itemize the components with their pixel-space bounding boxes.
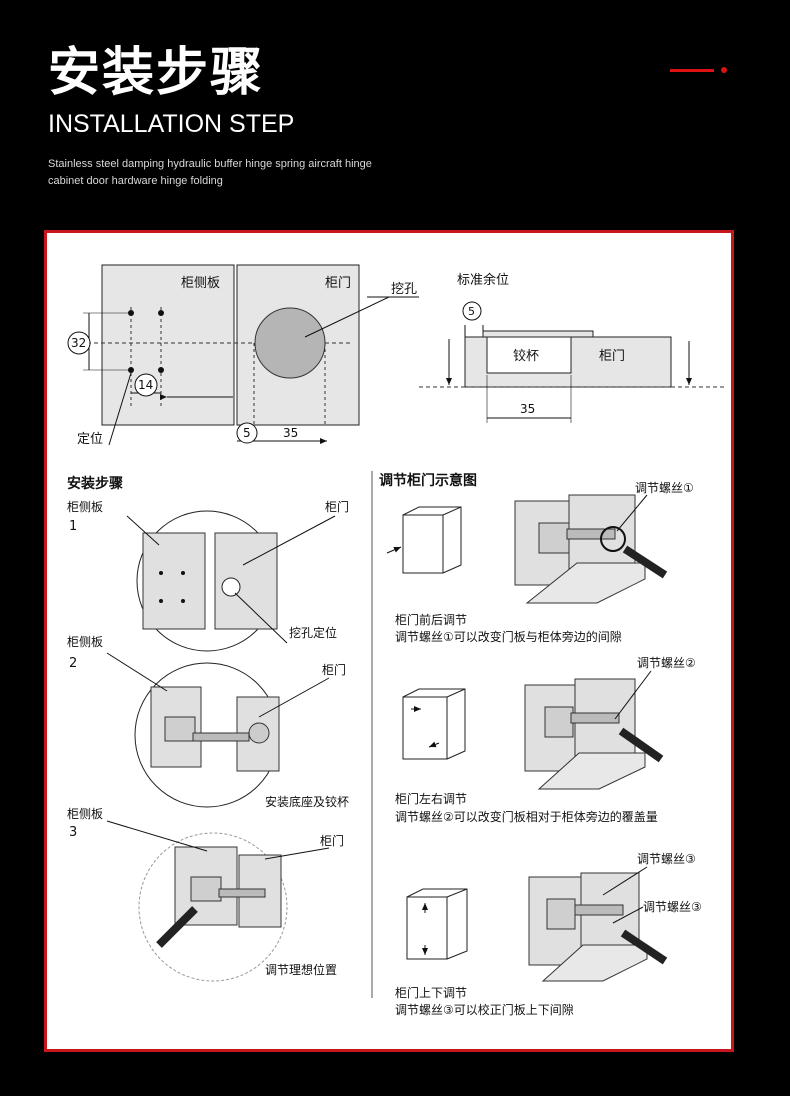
step3-side-label: 柜侧板 bbox=[67, 807, 103, 821]
step1-caption: 挖孔定位 bbox=[289, 625, 337, 640]
adjust-screw1-label: 调节螺丝① bbox=[635, 481, 694, 495]
step3-caption: 调节理想位置 bbox=[265, 962, 337, 977]
top-drilling-diagram: 柜侧板 柜门 32 14 挖孔 定位 5 35 bbox=[67, 264, 419, 447]
adjust-screw2-label: 调节螺丝② bbox=[637, 656, 696, 670]
box-icon bbox=[402, 506, 462, 574]
standard-margin-diagram: 标准余位 5 铰杯 柜门 35 bbox=[419, 272, 727, 423]
adjust1-title: 柜门前后调节 bbox=[395, 612, 467, 627]
screwdriver-icon bbox=[622, 545, 668, 579]
installation-steps: 安装步骤 柜侧板 1 柜门 挖孔定位 柜侧板 2 柜门 安装底座及铰杯 柜侧板 … bbox=[67, 475, 349, 982]
accent-line bbox=[670, 69, 714, 72]
label-cup: 铰杯 bbox=[513, 349, 539, 364]
dim-32: 32 bbox=[71, 336, 86, 350]
cup-hole-circle bbox=[254, 307, 326, 379]
label-hole: 挖孔 bbox=[391, 282, 417, 297]
step1-door-label: 柜门 bbox=[325, 499, 349, 514]
dim-14: 14 bbox=[138, 378, 153, 392]
screw-hole bbox=[158, 310, 164, 316]
dim-35: 35 bbox=[283, 426, 298, 440]
cup-section bbox=[486, 336, 572, 374]
adjust2-desc: 调节螺丝②可以改变门板相对于柜体旁边的覆盖量 bbox=[395, 809, 658, 824]
steps-heading: 安装步骤 bbox=[67, 475, 123, 492]
dim-cup-35: 35 bbox=[520, 402, 535, 416]
adjust-screw3-label-b: 调节螺丝③ bbox=[643, 900, 702, 914]
box-icon bbox=[406, 888, 468, 960]
step3-number: 3 bbox=[69, 825, 77, 840]
adjust2-title: 柜门左右调节 bbox=[395, 791, 467, 806]
page-subtitle: Stainless steel damping hydraulic buffer… bbox=[48, 158, 372, 187]
adjust-screw-1-highlight bbox=[600, 526, 626, 552]
step3-door-label: 柜门 bbox=[320, 833, 344, 848]
page-title-en: INSTALLATION STEP bbox=[48, 110, 295, 138]
screwdriver-icon bbox=[156, 906, 198, 948]
screwdriver-icon bbox=[618, 727, 664, 763]
installation-diagram: 柜侧板 柜门 32 14 挖孔 定位 5 35 bbox=[67, 264, 727, 1017]
label-door2: 柜门 bbox=[599, 349, 625, 364]
step2-side-label: 柜侧板 bbox=[67, 635, 103, 649]
adjustment-diagram: 调节柜门示意图 调节螺丝① 柜门前后调节 调节螺丝①可以改变门板与柜体旁边的间隙 bbox=[379, 472, 702, 1017]
step1-side-label: 柜侧板 bbox=[67, 500, 103, 514]
screwdriver-icon bbox=[620, 929, 668, 965]
adjust-heading: 调节柜门示意图 bbox=[379, 472, 477, 489]
step2-door-label: 柜门 bbox=[322, 662, 346, 677]
box-icon bbox=[402, 688, 466, 760]
dim-margin-5: 5 bbox=[468, 305, 475, 318]
step1-number: 1 bbox=[69, 519, 77, 534]
side-panel-rect bbox=[101, 264, 235, 426]
adjust-screw3-label-a: 调节螺丝③ bbox=[637, 852, 696, 866]
dim-5: 5 bbox=[243, 426, 251, 440]
step2-number: 2 bbox=[69, 656, 77, 671]
page-title-cn: 安装步骤 bbox=[48, 43, 265, 103]
adjust3-desc: 调节螺丝③可以校正门板上下间隙 bbox=[395, 1002, 574, 1017]
label-locate: 定位 bbox=[77, 432, 103, 447]
label-door: 柜门 bbox=[325, 276, 351, 291]
adjust1-desc: 调节螺丝①可以改变门板与柜体旁边的间隙 bbox=[395, 629, 622, 644]
adjust3-title: 柜门上下调节 bbox=[395, 985, 467, 1000]
step2-caption: 安装底座及铰杯 bbox=[265, 794, 349, 809]
label-standard-margin: 标准余位 bbox=[457, 272, 509, 288]
diagram-panel: 柜侧板 柜门 32 14 挖孔 定位 5 35 bbox=[44, 230, 734, 1052]
screw-hole bbox=[158, 367, 164, 373]
accent-dot bbox=[721, 67, 727, 73]
label-side-panel: 柜侧板 bbox=[181, 276, 220, 291]
